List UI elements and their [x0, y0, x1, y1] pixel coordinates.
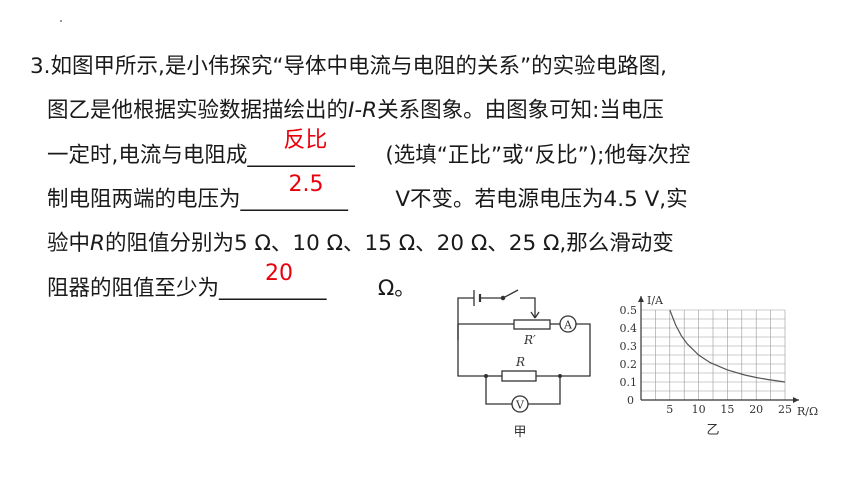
question-text-6a: 阻器的阻值至少为 — [47, 276, 220, 301]
y-tick-label: 0.5 — [620, 304, 638, 317]
answer-3: 20 — [265, 261, 294, 286]
i-r-graph: 5 10 15 20 25 0.1 0.2 0.3 0.4 0.5 I/A R/Ω 0 乙 — [620, 294, 819, 438]
wire-top-left — [457, 297, 474, 340]
junction-right — [558, 374, 562, 378]
resistor-label: R — [515, 355, 525, 369]
circuit-diagram: A V R′ R 甲 — [457, 289, 591, 440]
resistor-icon — [501, 370, 537, 382]
question-text-4a: 制电阻两端的电压为 — [47, 187, 241, 212]
i-r-curve — [669, 309, 786, 383]
junction-left — [484, 374, 488, 378]
voltmeter-label: V — [515, 399, 525, 412]
switch-blade-icon[interactable] — [502, 289, 519, 299]
question-line-1: 3.如图甲所示,是小伟探究“导体中电流与电阻的关系”的实验电路图, — [30, 52, 667, 82]
wire-switch-rheostat — [520, 297, 536, 318]
x-axis-arrow-icon — [793, 397, 799, 403]
circuit-caption: 甲 — [513, 425, 526, 440]
x-axis-label: R/Ω — [797, 405, 818, 418]
question-text-6b: Ω。 — [371, 276, 416, 301]
graph-ticks: 5 10 15 20 25 0.1 0.2 0.3 0.4 0.5 — [620, 304, 793, 416]
x-tick-label: 15 — [720, 403, 734, 416]
corner-dot — [60, 20, 62, 22]
x-tick-label: 25 — [778, 403, 792, 416]
blank-underline-1: __________ — [247, 143, 355, 168]
question-text-2b: 关系图象。由图象可知:当电压 — [377, 98, 664, 123]
graph-grid — [641, 309, 786, 400]
wire-voltmeter-right — [528, 376, 561, 405]
y-tick-label: 0.3 — [620, 340, 638, 353]
y-axis-label: I/A — [647, 294, 664, 307]
origin-label: 0 — [627, 394, 634, 407]
wire-left-rheostat — [457, 323, 514, 340]
answer-blank-2[interactable]: __________2.5 — [240, 172, 389, 215]
graph-caption: 乙 — [706, 423, 719, 438]
question-number: 3. — [30, 54, 51, 79]
x-tick-label: 10 — [692, 403, 706, 416]
question-text-1: 如图甲所示,是小伟探究“导体中电流与电阻的关系”的实验电路图, — [50, 54, 667, 79]
x-tick-label: 5 — [666, 403, 673, 416]
question-text-3b: (选填“正比”或“反比”);他每次控 — [385, 143, 691, 168]
answer-blank-1[interactable]: __________反比 — [247, 128, 385, 171]
question-text-3a: 一定时,电流与电阻成 — [47, 143, 248, 168]
wire-right — [576, 323, 591, 377]
question-line-2: 图乙是他根据实验数据描绘出的I-R关系图象。由图象可知:当电压 — [47, 96, 664, 126]
variable-r: R — [90, 231, 105, 256]
question-line-5: 验中R的阻值分别为5 Ω、10 Ω、15 Ω、20 Ω、25 Ω,那么滑动变 — [47, 229, 674, 259]
question-text-4b: V不变。若电源电压为4.5 V,实 — [388, 187, 688, 212]
question-line-6: 阻器的阻值至少为__________20 Ω。 — [47, 261, 416, 304]
question-line-4: 制电阻两端的电压为__________2.5 V不变。若电源电压为4.5 V,实 — [47, 172, 688, 215]
blank-underline-3: __________ — [219, 276, 327, 301]
y-tick-label: 0.1 — [620, 376, 638, 389]
rheostat-icon — [513, 319, 551, 330]
answer-1: 反比 — [283, 128, 328, 153]
y-tick-label: 0.4 — [620, 322, 638, 335]
question-line-3: 一定时,电流与电阻成__________反比(选填“正比”或“反比”);他每次控 — [47, 128, 691, 171]
answer-2: 2.5 — [288, 172, 324, 197]
variable-ir: I-R — [348, 98, 378, 123]
y-tick-label: 0.2 — [620, 358, 638, 371]
wire-left-bottom — [457, 340, 486, 377]
question-text-5b: 的阻值分别为5 Ω、10 Ω、15 Ω、20 Ω、25 Ω,那么滑动变 — [104, 231, 674, 256]
blank-underline-2: __________ — [240, 187, 349, 212]
y-axis-arrow-icon — [638, 296, 644, 302]
rheostat-slider-arrow — [530, 311, 540, 319]
ammeter-label: A — [563, 319, 573, 332]
question-text-2a: 图乙是他根据实验数据描绘出的 — [47, 98, 349, 123]
answer-blank-3[interactable]: __________20 — [219, 261, 371, 304]
graph-axes — [638, 296, 799, 403]
x-tick-label: 20 — [749, 403, 763, 416]
rheostat-label: R′ — [523, 333, 536, 347]
question-text-5a: 验中 — [47, 231, 91, 256]
wire-voltmeter-left — [485, 376, 512, 405]
